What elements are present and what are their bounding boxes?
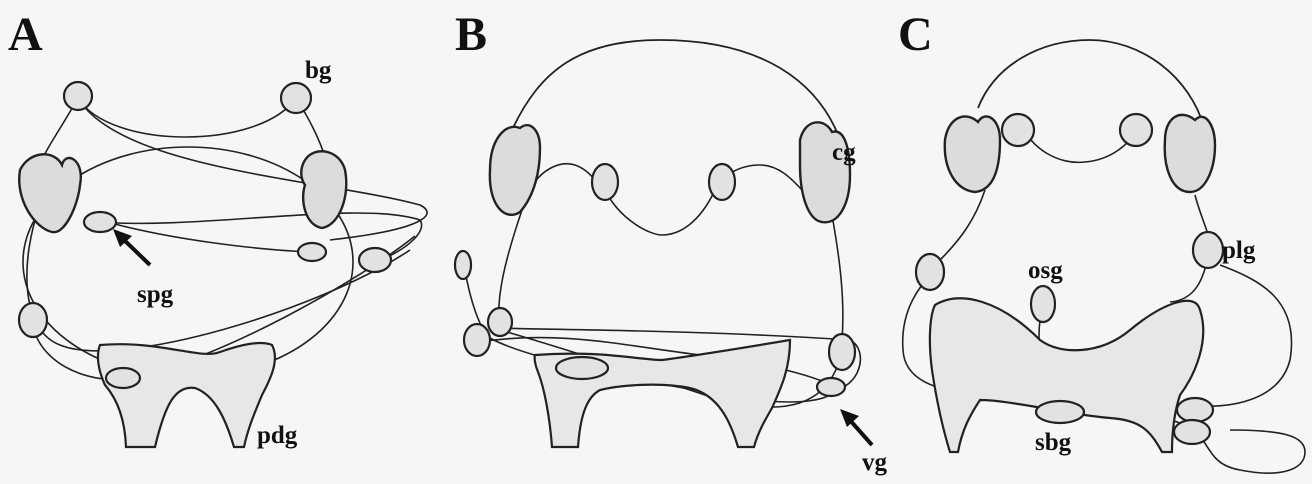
buccal-ganglion-c-left <box>1002 114 1034 146</box>
label-cg: cg <box>832 139 856 166</box>
buccal-ganglion-right <box>281 83 311 113</box>
buccal-ganglion-b-left <box>592 164 618 200</box>
cerebral-ganglion-c-right <box>1165 115 1215 192</box>
panel-b: B cg vg <box>455 8 888 476</box>
cerebral-ganglion-left <box>19 154 81 232</box>
label-spg: spg <box>137 281 174 308</box>
visceral-ganglion-b <box>817 378 845 396</box>
pedal-ganglion <box>98 343 275 447</box>
label-osg: osg <box>1028 257 1063 284</box>
cerebro-pleural-c-left <box>940 190 985 260</box>
visceral-ganglion-c-lower <box>1174 420 1210 444</box>
cerebral-ganglion-c-left <box>945 116 1000 192</box>
panel-c-label: C <box>898 8 933 61</box>
buccal-ganglion-c-right <box>1120 114 1152 146</box>
spg-ganglion <box>84 212 116 232</box>
visceral-ganglion-c-upper <box>1177 398 1213 422</box>
pleural-ganglion-b-right <box>829 334 855 370</box>
panel-c: C osg plg sbg <box>898 8 1305 473</box>
panel-b-label: B <box>455 8 487 61</box>
statocyst-b <box>455 251 471 279</box>
visceral-ganglion-a1 <box>298 243 326 261</box>
pleural-ganglion-b-upper <box>488 308 512 336</box>
subesophageal-ganglion <box>1036 401 1084 423</box>
pleural-ganglion-a <box>19 303 47 337</box>
cerebro-pleural-right <box>832 215 843 340</box>
cerebral-ganglion-b-right <box>800 122 850 222</box>
pleural-ganglion-b-lower <box>464 324 490 356</box>
panel-a: A bg spg pdg <box>8 8 427 449</box>
pleural-ganglion-c-right <box>1193 232 1223 268</box>
label-plg: plg <box>1222 237 1256 264</box>
osg-ganglion <box>1031 286 1055 322</box>
pleural-ganglion-c-left <box>916 254 944 290</box>
buccal-connective <box>78 98 296 137</box>
head-outline <box>512 40 842 145</box>
buccal-ganglion-left <box>64 82 92 110</box>
pedal-ganglion-b <box>535 340 790 447</box>
buccal-ganglion-b-right <box>709 164 735 200</box>
pedal-ganglion-b-center <box>556 357 608 379</box>
label-sbg: sbg <box>1035 429 1072 456</box>
label-pdg: pdg <box>257 422 298 449</box>
arrow-spg <box>122 238 150 265</box>
cerebral-ganglion-b-left <box>490 125 540 215</box>
panel-a-label: A <box>8 8 43 61</box>
label-vg: vg <box>862 449 888 476</box>
visceral-ganglion-a2 <box>359 248 391 272</box>
label-bg: bg <box>305 57 332 84</box>
commissure-b <box>530 164 812 235</box>
visceral-ganglion-a3 <box>106 368 140 388</box>
